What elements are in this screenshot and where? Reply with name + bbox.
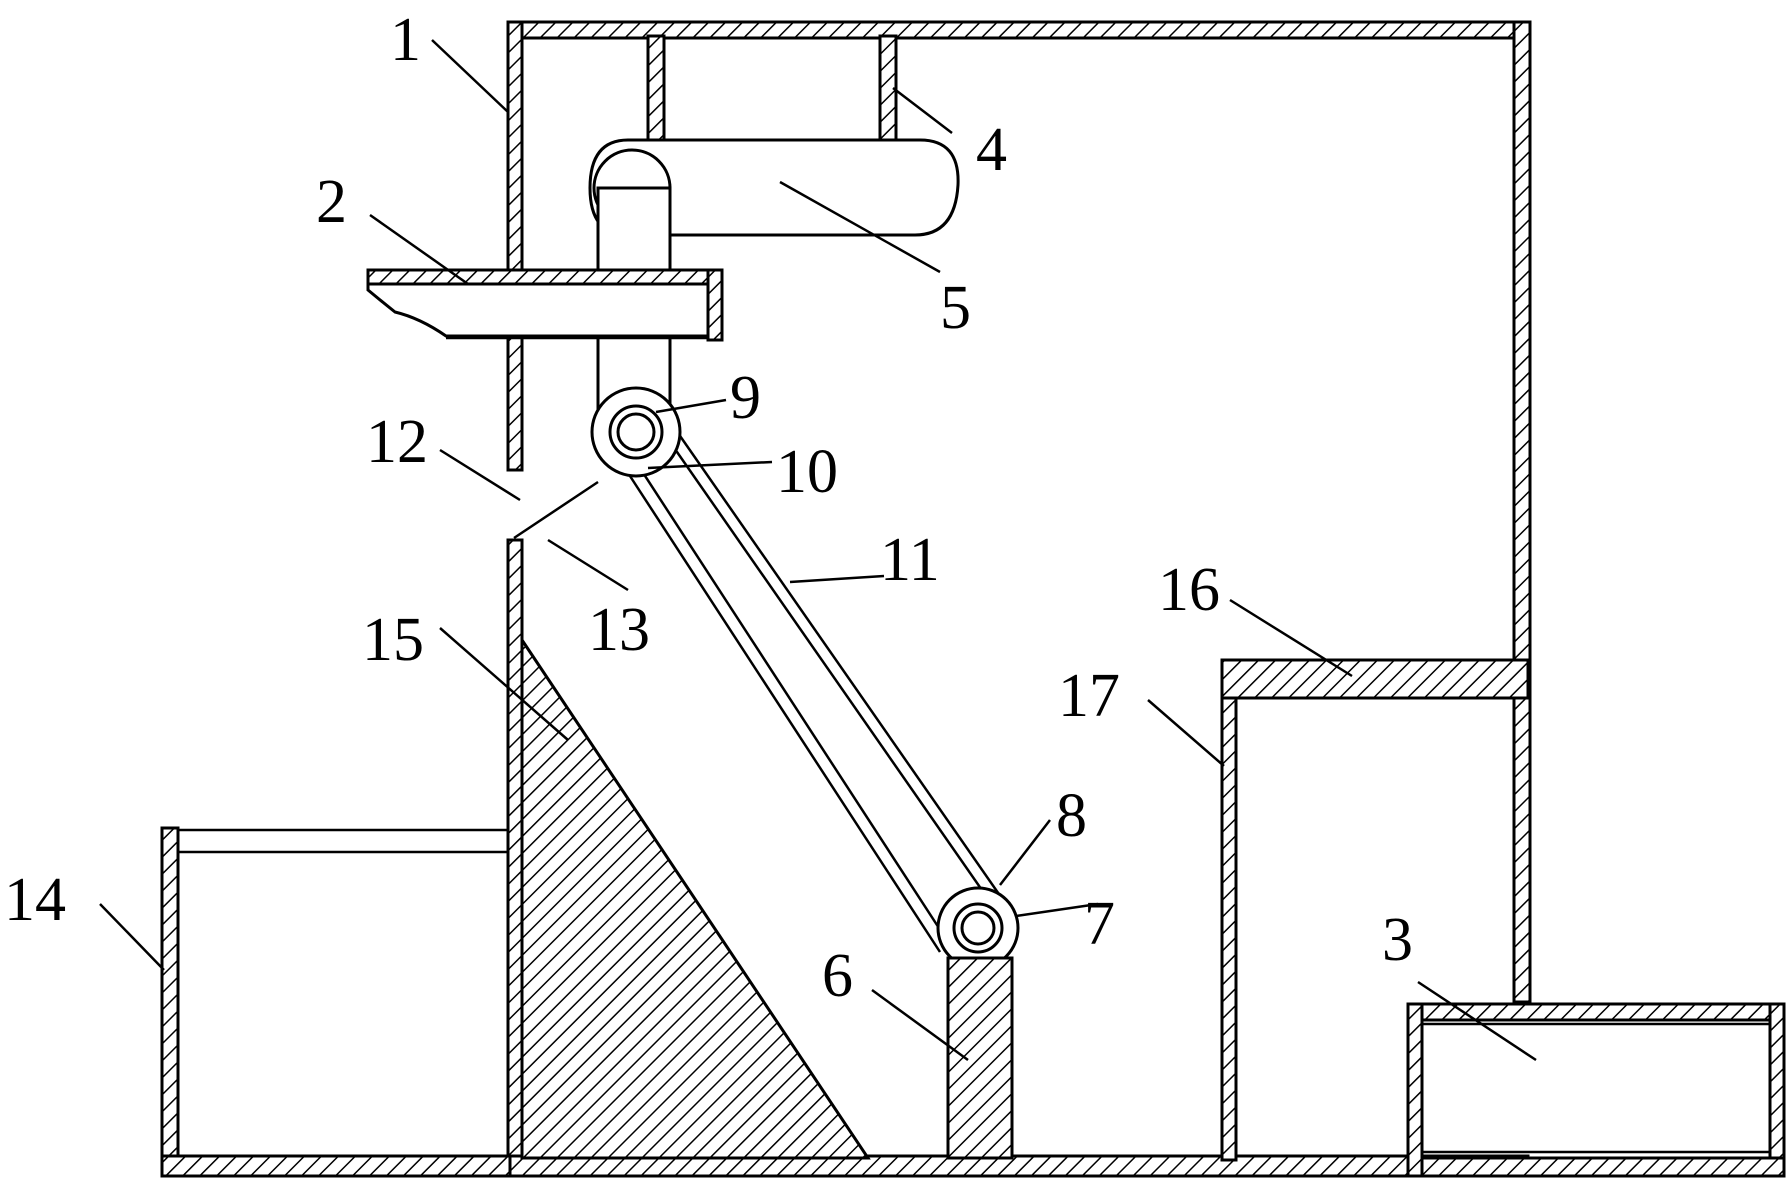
label-15: 15	[362, 606, 424, 674]
label-5: 5	[940, 274, 971, 342]
label-16: 16	[1158, 556, 1220, 624]
upper-pulley	[590, 386, 682, 478]
conveyor-belt	[598, 399, 1012, 953]
label-13: 13	[588, 596, 650, 664]
inlet-pipe	[366, 268, 724, 342]
label-14: 14	[4, 866, 66, 934]
deflector-plate	[513, 480, 599, 540]
label-12: 12	[366, 408, 428, 476]
label-10: 10	[776, 438, 838, 506]
support-post	[946, 956, 1014, 1160]
top-duct	[646, 34, 898, 142]
label-6: 6	[822, 942, 853, 1010]
outlet-box	[1406, 1002, 1786, 1178]
label-7: 7	[1084, 890, 1115, 958]
lower-pulley	[936, 886, 1020, 970]
label-17: 17	[1058, 662, 1120, 730]
hatched-wedge	[520, 635, 871, 1160]
label-1: 1	[390, 6, 421, 74]
label-4: 4	[976, 116, 1007, 184]
label-8: 8	[1056, 782, 1087, 850]
partition	[1220, 658, 1530, 1162]
collection-box	[160, 826, 512, 1178]
label-2: 2	[316, 168, 347, 236]
label-3: 3	[1382, 906, 1413, 974]
leader-lines	[99, 39, 1537, 1062]
arm-link	[588, 138, 960, 237]
label-11: 11	[880, 526, 940, 594]
label-9: 9	[730, 364, 761, 432]
part-labels: 1 2 3 4 5 6 7 8 9 10 11 12 13 14 15 16 1…	[4, 6, 1413, 1010]
